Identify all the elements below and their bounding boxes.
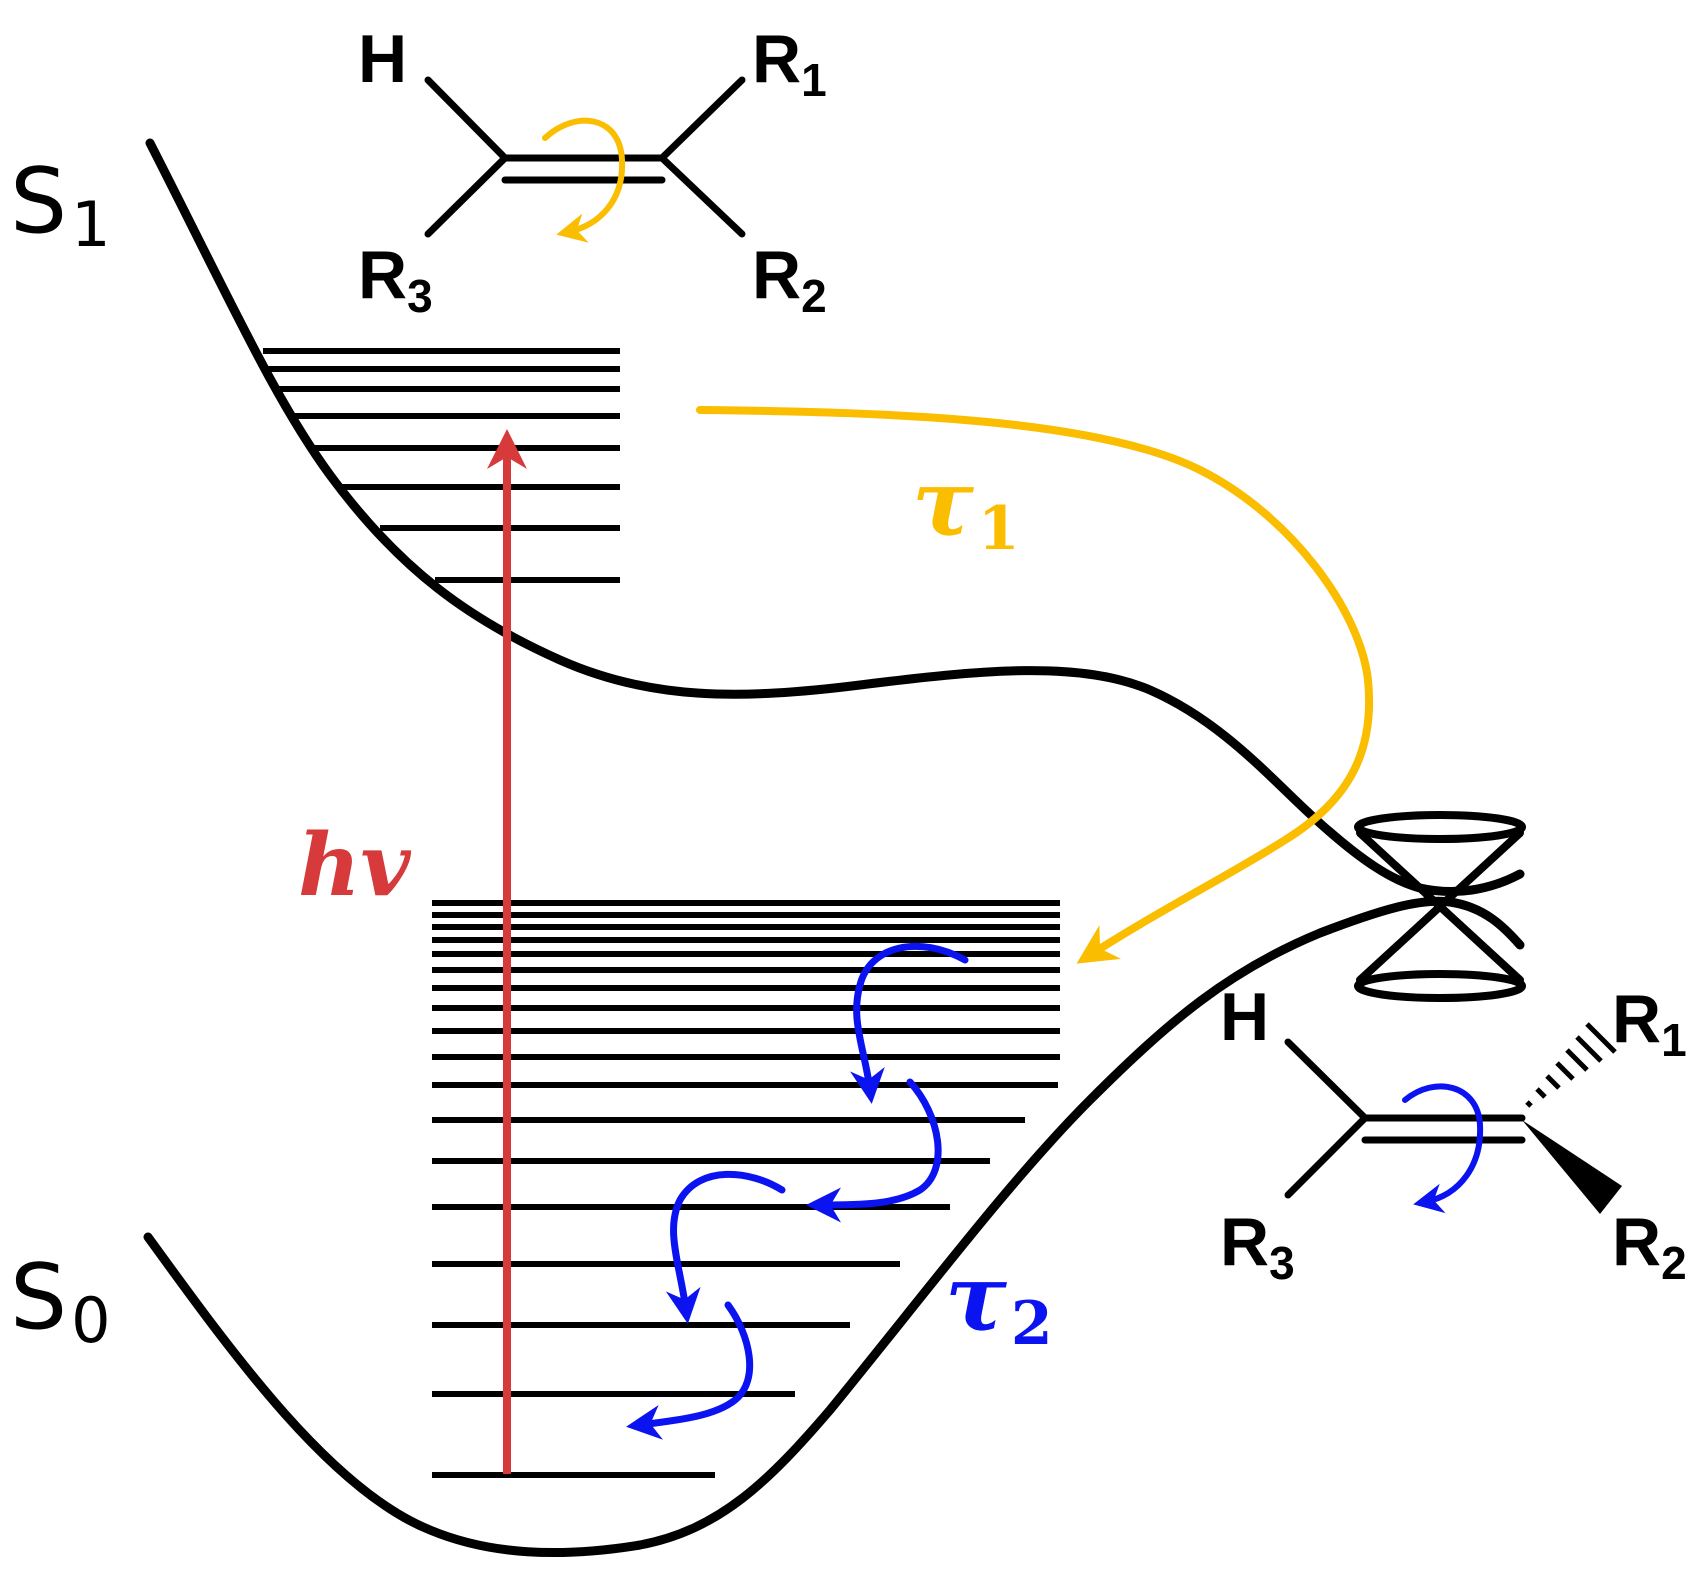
tau1-subscript: 1 <box>978 494 1020 564</box>
s1-potential-curve <box>145 138 1525 897</box>
tau2-arrow-4 <box>626 1301 754 1440</box>
tau2-subscript: 2 <box>1011 1289 1053 1359</box>
tau1-label: τ1 <box>912 449 1020 564</box>
tau2-arrow-1 <box>850 942 969 1104</box>
tau2-cascade <box>626 942 969 1440</box>
molecule-top-r3: R3 <box>358 237 433 322</box>
excitation-label: hv <box>298 815 412 916</box>
molecule-top-r3-subscript: 3 <box>407 270 433 322</box>
molecule-bottom-r3-subscript: 3 <box>1269 1237 1295 1289</box>
tau2-arrow-3 <box>665 1170 786 1324</box>
molecule-bottom-r1-letter: R <box>1612 981 1661 1057</box>
molecule-top-r3-letter: R <box>358 237 407 313</box>
s0-subscript: 0 <box>71 1284 110 1357</box>
s1-subscript: 1 <box>71 188 110 261</box>
tau2-arrow-2 <box>806 1078 942 1223</box>
molecule-bottom-wedge-bond <box>1522 1120 1622 1214</box>
s0-letter: S <box>10 1245 67 1350</box>
s1-vibrational-levels <box>263 348 620 583</box>
tau1-path <box>696 406 1374 964</box>
s0-label: S0 <box>10 1245 111 1357</box>
molecule-bottom-r1-subscript: 1 <box>1661 1014 1687 1066</box>
tau1-symbol: τ <box>912 449 974 557</box>
molecule-top-r1: R1 <box>752 21 827 106</box>
molecule-top-r2: R2 <box>752 237 827 322</box>
molecule-bottom-r2-subscript: 2 <box>1661 1237 1687 1289</box>
molecule-bottom-r2-letter: R <box>1612 1204 1661 1280</box>
molecule-top-r1-subscript: 1 <box>801 54 827 106</box>
molecule-bottom-bonds <box>1284 1038 1526 1199</box>
molecule-bottom-r3: R3 <box>1220 1204 1295 1289</box>
molecule-bottom-r1: R1 <box>1612 981 1687 1066</box>
molecule-top-bonds <box>424 76 746 238</box>
molecule-bottom: H R1 R3 R2 <box>1220 979 1687 1289</box>
conical-intersection <box>1354 811 1526 1002</box>
s1-label: S1 <box>10 149 111 261</box>
molecule-top-r1-letter: R <box>752 21 801 97</box>
s1-letter: S <box>10 149 67 254</box>
molecule-bottom-r3-letter: R <box>1220 1204 1269 1280</box>
molecule-bottom-hashed-bond <box>1525 1022 1617 1108</box>
molecule-bottom-rotation-icon <box>1402 1083 1484 1214</box>
molecule-bottom-r2: R2 <box>1612 1204 1687 1289</box>
tau2-symbol: τ <box>945 1244 1007 1352</box>
molecule-top-rotation-icon <box>542 117 626 243</box>
molecule-top-r2-letter: R <box>752 237 801 313</box>
tau2-label: τ2 <box>945 1244 1053 1359</box>
molecule-top: H R1 R3 R2 <box>358 21 827 322</box>
molecule-top-h: H <box>358 21 407 97</box>
molecule-bottom-h: H <box>1220 979 1269 1055</box>
s0-potential-curve <box>143 896 1525 1558</box>
molecule-top-r2-subscript: 2 <box>801 270 827 322</box>
